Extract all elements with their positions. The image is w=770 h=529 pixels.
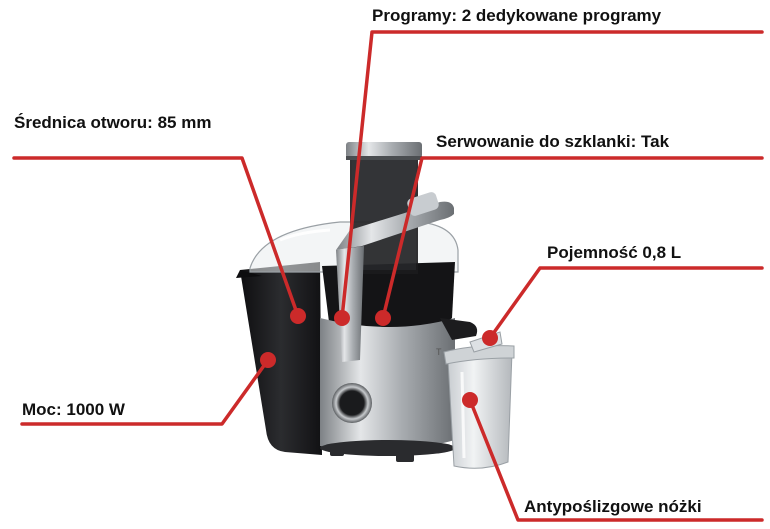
brand-mark: T — [436, 347, 442, 357]
callout-dots — [260, 308, 498, 408]
callout-dot-feet — [462, 392, 478, 408]
callout-line-programs — [340, 30, 764, 320]
callout-lines — [12, 30, 764, 522]
juice-spout — [440, 318, 478, 340]
speed-knob — [332, 383, 372, 423]
callout-line-capacity — [488, 266, 764, 340]
callout-line-diameter — [12, 156, 300, 318]
pulp-container — [236, 262, 322, 455]
callout-label-power: Moc: 1000 W — [22, 400, 125, 419]
callout-line-serving — [381, 156, 764, 320]
callout-line-power — [20, 358, 270, 426]
juice-jug — [443, 331, 515, 469]
callout-label-serving: Serwowanie do szklanki: Tak — [436, 132, 670, 151]
callout-dot-capacity — [482, 330, 498, 346]
callout-label-diameter: Średnica otworu: 85 mm — [14, 113, 212, 132]
callout-dot-diameter — [290, 308, 306, 324]
callout-dot-serving — [375, 310, 391, 326]
callout-dot-programs — [334, 310, 350, 326]
callout-label-feet: Antypoślizgowe nóżki — [524, 497, 702, 516]
locking-arm — [336, 192, 454, 362]
callout-label-capacity: Pojemność 0,8 L — [547, 243, 682, 262]
callout-dot-power — [260, 352, 276, 368]
callout-label-programs: Programy: 2 dedykowane programy — [372, 6, 662, 25]
callout-line-feet — [468, 398, 764, 522]
